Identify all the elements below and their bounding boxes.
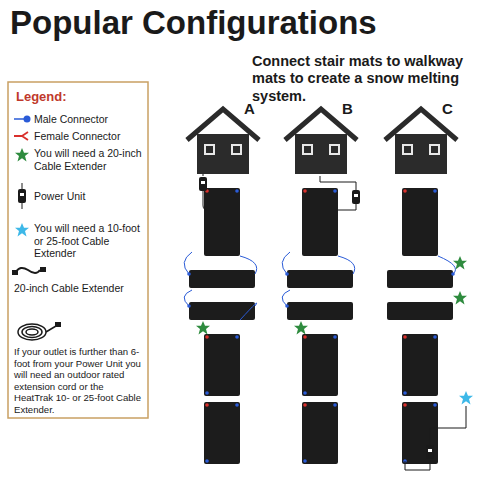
subtitle: Connect stair mats to walkway mats to cr… [252,53,496,105]
house-node: C [382,104,460,176]
legend-text: Power Unit [34,190,142,203]
legend-text: Female Connector [34,130,142,143]
legend-text: If your outlet is further than 6-foot fr… [14,346,144,415]
house-letter: B [342,100,353,117]
house-node: A [184,104,262,176]
house-node: B [282,104,360,176]
house-letter: C [442,100,453,117]
legend-text: Male Connector [34,113,142,126]
house-letter: A [244,100,255,117]
legend-text: You will need a 10-foot or 25-foot Cable… [34,222,142,260]
legend-heading: Legend: [16,89,67,104]
page-title: Popular Configurations [10,4,377,42]
legend-text: You will need a 20-inch Cable Extender [34,147,142,172]
legend-text: 20-inch Cable Extender [14,282,142,295]
